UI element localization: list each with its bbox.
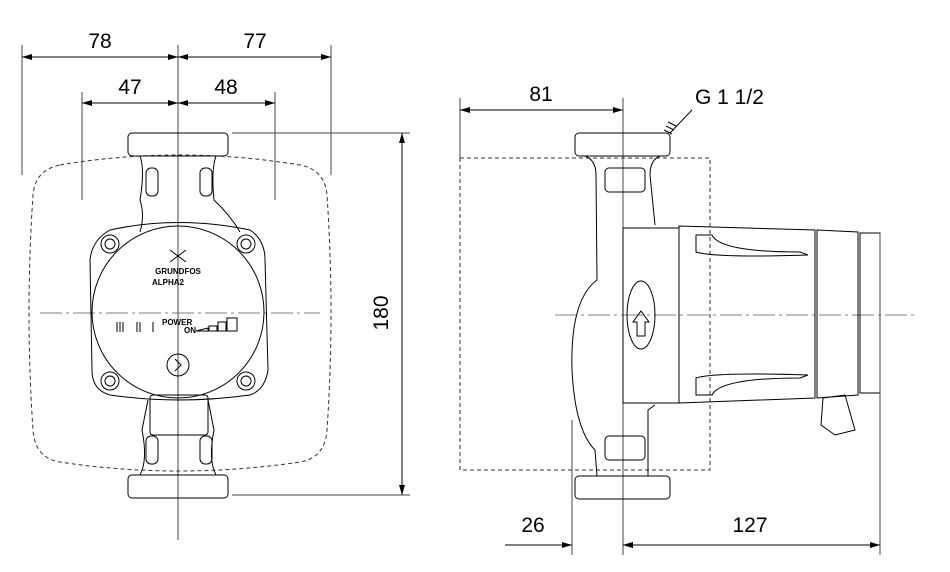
grundfos-logo-icon: GRUNDFOS [155,249,202,276]
svg-text:GRUNDFOS: GRUNDFOS [155,267,201,276]
control-button[interactable] [166,353,190,377]
on-label: ON [184,326,196,335]
power-level-indicator [195,317,238,332]
bottom-flange [127,474,229,499]
dim-label-81: 81 [529,83,552,106]
side-view: 81 G 1 1/2 26 127 [459,83,915,555]
dim-label-78: 78 [88,30,111,53]
dim-label-180: 180 [370,295,393,330]
flow-arrow-icon [632,310,650,337]
power-label: POWER [162,318,192,327]
speed-indicator-bars [116,322,154,332]
top-flange [127,132,229,157]
thread-label: G 1 1/2 [695,86,764,109]
thread-leader [669,109,693,134]
dim-label-47: 47 [118,76,141,99]
motor-housing [678,225,816,404]
insulation-outline-side [459,157,711,471]
cable-connector [820,394,856,436]
bolt-icons [100,234,256,391]
dim-label-77: 77 [243,30,266,53]
insulation-outline [28,154,332,472]
front-view: 78 77 47 48 180 [21,30,410,540]
dim-label-127: 127 [732,514,767,537]
dim-label-26: 26 [521,514,544,537]
dim-label-48: 48 [214,76,237,99]
model-label: ALPHA2 [152,278,185,287]
pump-head [89,222,269,401]
